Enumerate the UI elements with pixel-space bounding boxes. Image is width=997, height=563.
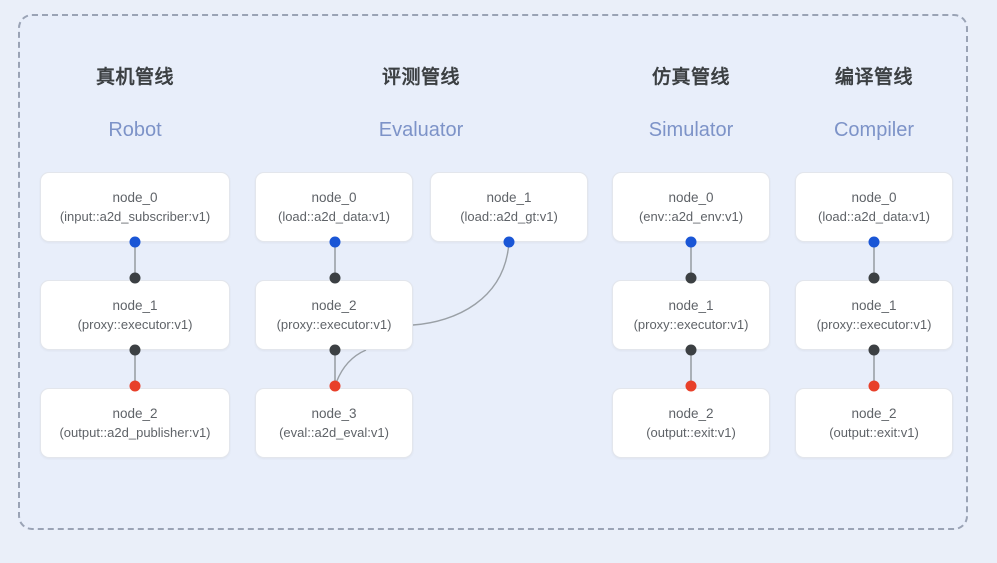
node-spec: (proxy::executor:v1) xyxy=(816,317,932,332)
port-output[interactable] xyxy=(129,236,141,248)
node-name: node_0 xyxy=(311,190,357,205)
node-spec: (load::a2d_gt:v1) xyxy=(460,209,558,224)
column-subtitle-simulator: Simulator xyxy=(648,119,734,141)
column-header-compiler: 编译管线 Compiler xyxy=(795,62,953,142)
node-card[interactable]: node_2 (output::exit:v1) xyxy=(795,388,953,458)
node-name: node_1 xyxy=(851,298,897,313)
node-card[interactable]: node_2 (output::exit:v1) xyxy=(612,388,770,458)
node-spec: (proxy::executor:v1) xyxy=(633,317,749,332)
port-input[interactable] xyxy=(329,380,341,392)
node-name: node_2 xyxy=(311,298,357,313)
node-card[interactable]: node_0 (load::a2d_data:v1) xyxy=(255,172,413,242)
port-output[interactable] xyxy=(503,236,515,248)
node-spec: (env::a2d_env:v1) xyxy=(638,209,744,224)
node-spec: (input::a2d_subscriber:v1) xyxy=(59,209,211,224)
port-mid[interactable] xyxy=(129,272,141,284)
node-card[interactable]: node_2 (output::a2d_publisher:v1) xyxy=(40,388,230,458)
node-name: node_2 xyxy=(851,406,897,421)
node-name: node_0 xyxy=(112,190,158,205)
column-title-simulator: 仿真管线 xyxy=(651,67,730,88)
column-subtitle-robot: Robot xyxy=(108,119,162,141)
column-subtitle-compiler: Compiler xyxy=(833,119,915,141)
port-mid[interactable] xyxy=(685,272,697,284)
port-mid[interactable] xyxy=(329,344,341,356)
port-mid[interactable] xyxy=(685,344,697,356)
column-header-evaluator: 评测管线 Evaluator xyxy=(326,62,516,142)
port-mid[interactable] xyxy=(868,344,880,356)
node-card[interactable]: node_1 (proxy::executor:v1) xyxy=(612,280,770,350)
node-spec: (output::a2d_publisher:v1) xyxy=(59,425,211,440)
node-card[interactable]: node_2 (proxy::executor:v1) xyxy=(255,280,413,350)
port-input[interactable] xyxy=(868,380,880,392)
node-card[interactable]: node_0 (input::a2d_subscriber:v1) xyxy=(40,172,230,242)
column-header-robot: 真机管线 Robot xyxy=(40,62,230,142)
node-card[interactable]: node_1 (proxy::executor:v1) xyxy=(795,280,953,350)
node-spec: (eval::a2d_eval:v1) xyxy=(279,425,389,440)
port-output[interactable] xyxy=(685,236,697,248)
port-mid[interactable] xyxy=(329,272,341,284)
node-name: node_0 xyxy=(851,190,897,205)
node-card[interactable]: node_0 (env::a2d_env:v1) xyxy=(612,172,770,242)
port-input[interactable] xyxy=(685,380,697,392)
node-name: node_3 xyxy=(311,406,357,421)
node-spec: (proxy::executor:v1) xyxy=(77,317,193,332)
node-name: node_0 xyxy=(668,190,714,205)
port-output[interactable] xyxy=(329,236,341,248)
node-name: node_2 xyxy=(668,406,714,421)
port-mid[interactable] xyxy=(129,344,141,356)
node-spec: (output::exit:v1) xyxy=(829,425,919,440)
node-card[interactable]: node_3 (eval::a2d_eval:v1) xyxy=(255,388,413,458)
column-header-simulator: 仿真管线 Simulator xyxy=(612,62,770,142)
node-card[interactable]: node_0 (load::a2d_data:v1) xyxy=(795,172,953,242)
node-name: node_1 xyxy=(112,298,158,313)
column-title-evaluator: 评测管线 xyxy=(381,67,460,88)
node-spec: (load::a2d_data:v1) xyxy=(817,209,931,224)
port-output[interactable] xyxy=(868,236,880,248)
node-spec: (proxy::executor:v1) xyxy=(276,317,392,332)
column-title-compiler: 编译管线 xyxy=(834,67,913,88)
column-title-robot: 真机管线 xyxy=(95,67,174,88)
node-spec: (load::a2d_data:v1) xyxy=(277,209,391,224)
node-card[interactable]: node_1 (load::a2d_gt:v1) xyxy=(430,172,588,242)
node-name: node_2 xyxy=(112,406,158,421)
node-name: node_1 xyxy=(486,190,532,205)
port-mid[interactable] xyxy=(868,272,880,284)
column-subtitle-evaluator: Evaluator xyxy=(378,119,464,141)
port-input[interactable] xyxy=(129,380,141,392)
node-name: node_1 xyxy=(668,298,714,313)
node-card[interactable]: node_1 (proxy::executor:v1) xyxy=(40,280,230,350)
node-spec: (output::exit:v1) xyxy=(646,425,736,440)
